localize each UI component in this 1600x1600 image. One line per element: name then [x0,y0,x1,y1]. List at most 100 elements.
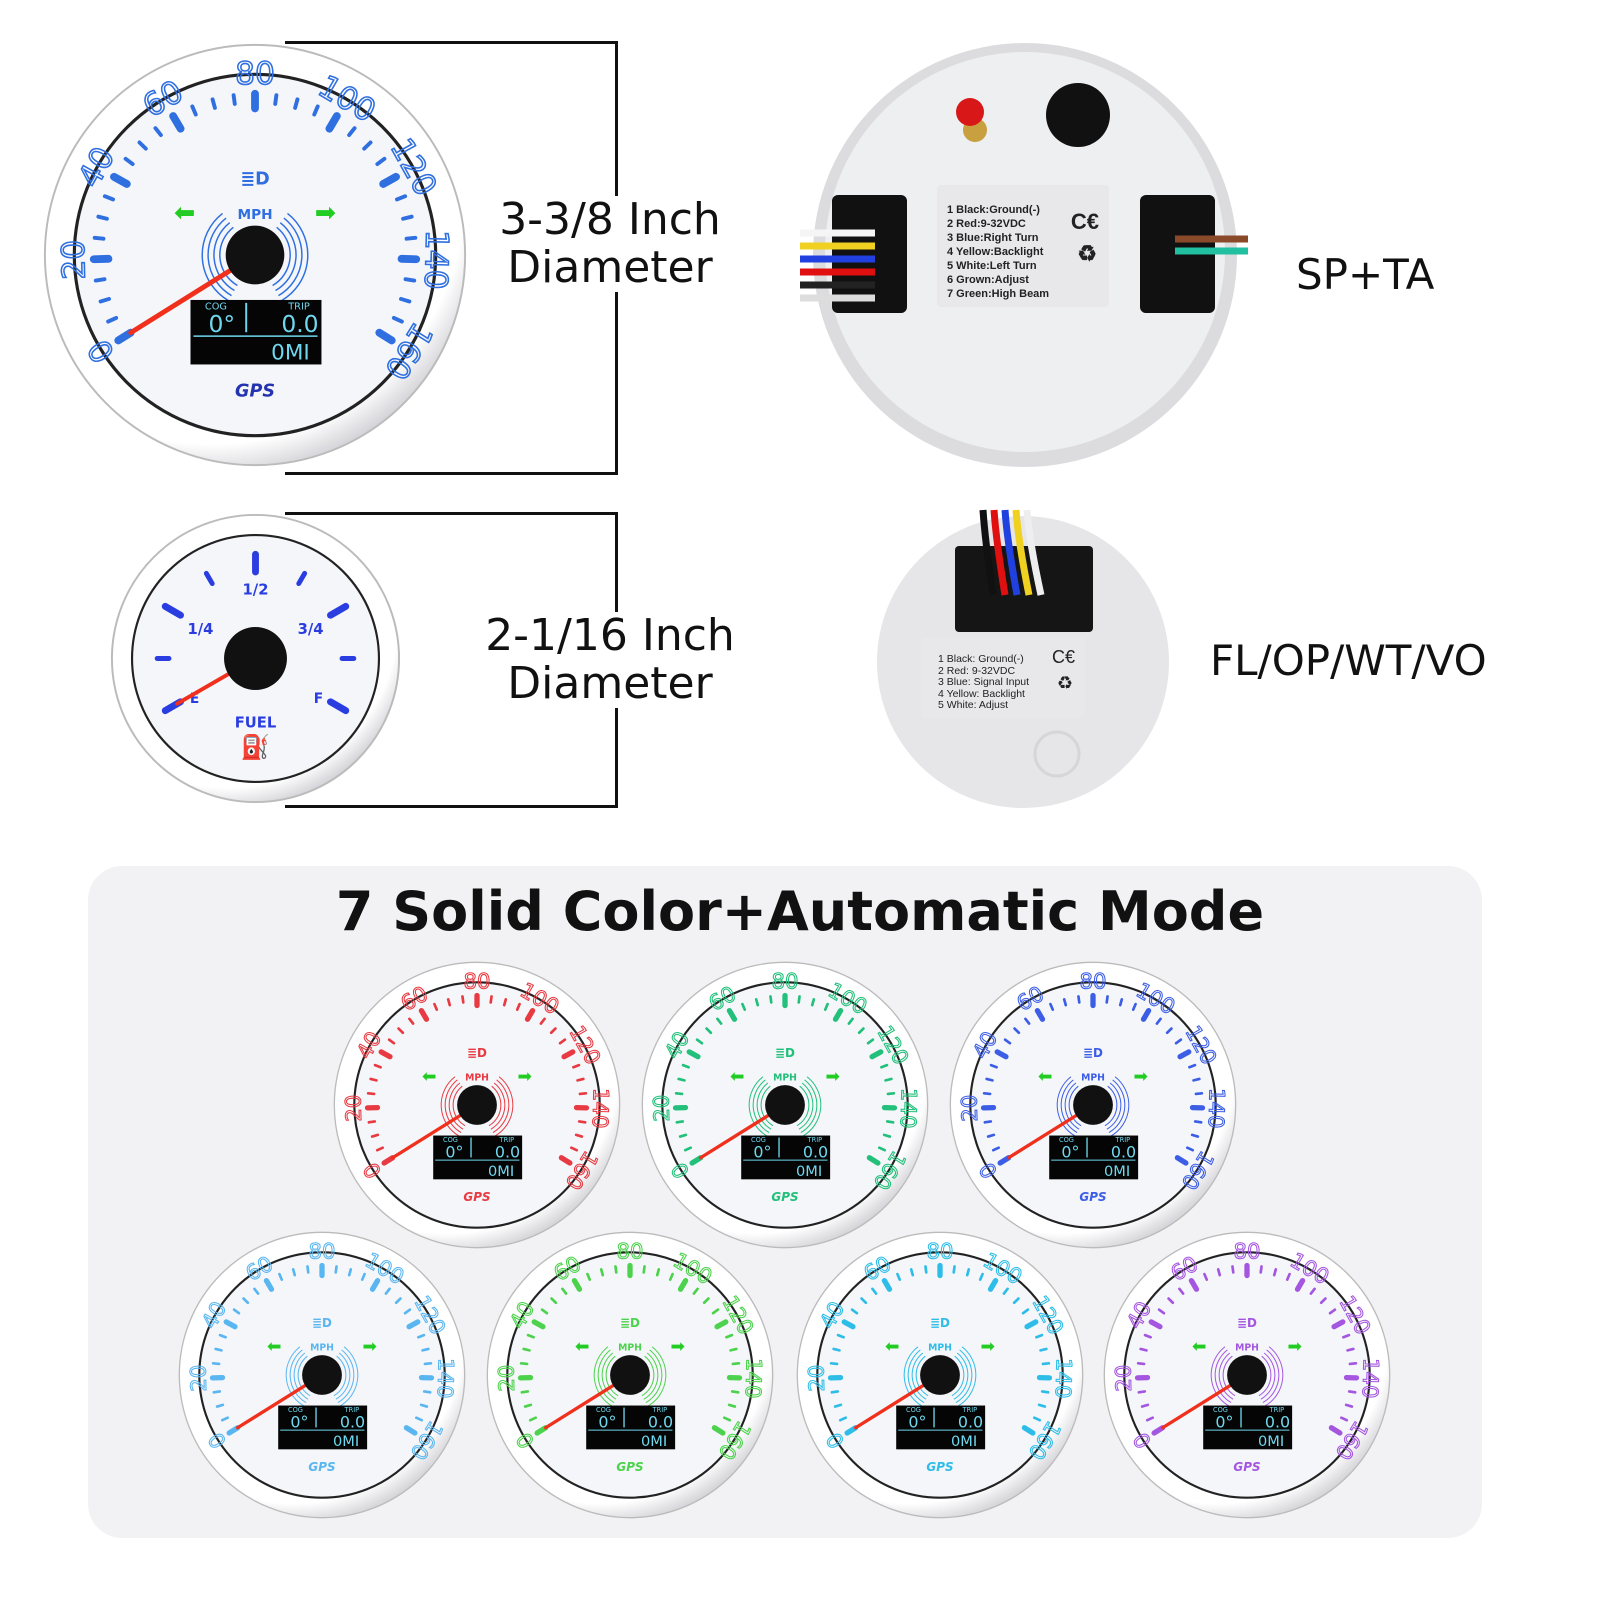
right-turn-icon: ➡ [671,1337,685,1357]
mph-arc [1264,1346,1284,1407]
tick [519,1361,529,1366]
scale-label: 80 [463,970,490,995]
unit-label: MPH [928,1342,952,1353]
tick [884,1077,893,1082]
mph-arc [490,1082,506,1130]
tick [1167,1297,1175,1305]
mph-arc [1108,1079,1126,1134]
tick [1140,1007,1152,1022]
tick [539,1017,546,1025]
tick [417,1333,426,1339]
tick [401,214,414,221]
tick [1062,998,1068,1007]
trip-label: TRIP [1269,1406,1285,1414]
left-turn-icon: ⬅ [885,1337,899,1357]
tick [1192,1077,1201,1082]
tick [325,112,341,133]
mph-arc [1260,1352,1276,1400]
needle-hub [225,225,285,285]
mph-arc [1210,1346,1230,1407]
tick [422,1390,432,1394]
mph-arc [444,1079,462,1134]
brand-logo: GPS [616,1460,643,1474]
mph-arc [1064,1082,1080,1130]
tick [1024,1017,1031,1025]
tick [677,1277,689,1292]
tick [1037,1403,1047,1408]
tick [754,998,760,1007]
fuel-title: FUEL [235,714,277,731]
tick [1041,1361,1051,1366]
odometer-value: 0MI [641,1433,667,1450]
tick [102,194,115,202]
wiring-line: 2 Red:9-32VDC [947,218,1026,230]
tick [369,1277,381,1292]
trip-value: 0.0 [1111,1142,1136,1161]
tick [1040,1390,1050,1394]
tick [576,1077,585,1082]
tick [730,1390,740,1394]
trip-label: TRIP [652,1406,668,1414]
high-beam-icon: ≣D [930,1316,950,1330]
tick [991,1146,1001,1152]
tick [1148,1319,1163,1330]
scale-label: 80 [1079,970,1106,995]
mph-arc [201,212,229,302]
brand-logo: GPS [1233,1460,1260,1474]
tick [677,1077,686,1082]
tick [877,1146,887,1152]
left-turn-icon: ⬅ [267,1337,281,1357]
lcd-screen [1203,1405,1293,1450]
mph-arc [1214,1349,1232,1404]
mph-arc [911,1352,927,1400]
trip-value: 0.0 [1265,1412,1290,1431]
cog-value: 0° [1215,1412,1233,1431]
needle-hub [224,627,287,690]
scale-label: 20 [804,1364,830,1392]
tick [1139,1347,1148,1352]
right-turn-icon: ➡ [826,1067,840,1087]
left-turn-icon: ⬅ [174,197,195,227]
model-label-sp-ta: SP+TA [1296,250,1435,299]
trip-label: TRIP [499,1136,515,1144]
mph-arc [915,1355,929,1397]
tick [326,698,350,715]
cog-value: 0° [290,1412,308,1431]
tick [367,1120,377,1124]
scale-label: 20 [186,1364,212,1392]
tick [278,1272,284,1281]
mph-arc [285,1346,305,1407]
tick [769,995,773,1004]
mph-arc [293,1352,309,1400]
adjust-knob [1033,730,1081,778]
tick [642,1265,646,1274]
mph-arc [752,1079,770,1134]
right-turn-icon: ➡ [1288,1337,1302,1357]
mph-arc [289,1349,307,1404]
brand-logo: GPS [463,1190,490,1204]
mph-arc [903,1346,923,1407]
tick [379,172,400,188]
tick [1347,1390,1357,1394]
scale-label: 140 [895,1088,921,1129]
cog-value: 0° [1061,1142,1079,1161]
left-turn-icon: ⬅ [1192,1337,1206,1357]
wiring-line: 4 Yellow:Backlight [947,246,1044,258]
odometer-value: 0MI [1104,1163,1130,1180]
tick [880,1063,889,1069]
tick [1013,1027,1021,1035]
tick [810,998,816,1007]
tick [515,1002,521,1011]
tick [421,1347,430,1352]
label-empty: E [190,691,199,707]
cog-label: COG [906,1406,921,1414]
mph-arc [643,1352,659,1400]
